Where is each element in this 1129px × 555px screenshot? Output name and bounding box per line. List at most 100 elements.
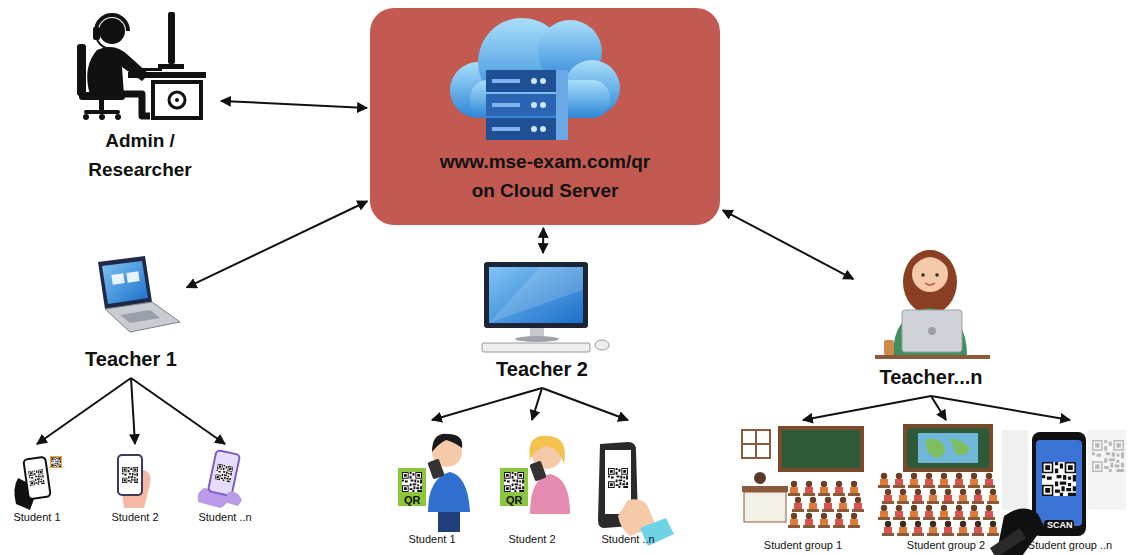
pupil-body [854, 503, 862, 509]
connector-arrow [542, 388, 628, 420]
actor-node: Teacher...n [856, 246, 1006, 394]
pupil-desk [983, 485, 995, 488]
pupil-desk [972, 501, 984, 504]
pupil-desk [893, 485, 905, 488]
pupil-desk [912, 533, 924, 536]
pupil-body [940, 479, 948, 485]
pupil-body [955, 511, 963, 517]
node-caption: Student 2 [111, 511, 158, 524]
pupil-desk [953, 517, 965, 520]
pupil-body [805, 519, 813, 525]
pupil-head [926, 505, 932, 511]
connector-arrow [131, 378, 225, 444]
actor-node: Student ..n [590, 422, 666, 548]
connector-arrow [931, 396, 946, 420]
pupil-desk [848, 493, 860, 496]
pupil-desk [923, 517, 935, 520]
pupil-body [809, 503, 817, 509]
pupil-head [885, 521, 891, 527]
pupil-desk [788, 525, 800, 528]
pupil-body [835, 519, 843, 525]
pupil-head [945, 521, 951, 527]
pupil-head [896, 473, 902, 479]
pupil-desk [818, 525, 830, 528]
pupil-desk [837, 509, 849, 512]
pupil-head [851, 513, 857, 519]
pupil-body [895, 511, 903, 517]
pupil-head [986, 505, 992, 511]
pupil-body [989, 495, 997, 501]
node-title: Teacher...n [879, 362, 982, 392]
pupil-body [820, 519, 828, 525]
pupil-body [790, 519, 798, 525]
node-title: Teacher 2 [496, 354, 588, 384]
pupil-body [884, 495, 892, 501]
pupil-head [960, 489, 966, 495]
pupil-body [805, 487, 813, 493]
pupil-body [940, 511, 948, 517]
pupil-desk [942, 501, 954, 504]
pupil-desk [957, 533, 969, 536]
pupil-body [794, 503, 802, 509]
pupil-head [825, 497, 831, 503]
pupil-body [899, 527, 907, 533]
pupil-desk [788, 493, 800, 496]
qr-caption: QR [506, 495, 523, 506]
pupil-desk [803, 525, 815, 528]
pupil-desk [878, 517, 890, 520]
actor-node: Student group ..n [1016, 422, 1124, 554]
pupil-head [791, 513, 797, 519]
pupil-body [944, 495, 952, 501]
actor-node: Student 2 [494, 422, 570, 548]
node-caption: Student 2 [508, 533, 555, 546]
connector-arrow [542, 228, 544, 253]
node-caption: Student group ..n [1028, 539, 1112, 552]
pupil-head [971, 505, 977, 511]
pupil-body [914, 527, 922, 533]
pupil-body [944, 527, 952, 533]
pupil-desk [972, 533, 984, 536]
pupil-desk [848, 525, 860, 528]
pupil-desk [908, 485, 920, 488]
pupil-desk [942, 533, 954, 536]
pupil-body [925, 511, 933, 517]
pupil-head [930, 489, 936, 495]
actor-node: Student 1 [5, 446, 69, 526]
admin-icon [77, 12, 206, 120]
pupil-body [985, 479, 993, 485]
pupil-head [990, 489, 996, 495]
pupil-body [835, 487, 843, 493]
pupil-body [824, 503, 832, 509]
pupil-desk [987, 533, 999, 536]
pupil-desk [897, 501, 909, 504]
pupil-body [899, 495, 907, 501]
qr-caption: SCAN [1047, 521, 1073, 530]
node-caption: Student 1 [408, 533, 455, 546]
pupil-body [910, 479, 918, 485]
pupil-head [930, 521, 936, 527]
connector-arrow [131, 378, 135, 444]
student-kid-icons [398, 434, 674, 546]
pupil-desk [882, 501, 894, 504]
connector-arrow [221, 101, 367, 108]
pupil-desk [852, 509, 864, 512]
connector-arrow [723, 210, 854, 279]
pupil-body [959, 527, 967, 533]
pupil-head [971, 473, 977, 479]
pupil-desk [938, 485, 950, 488]
pupil-head [896, 505, 902, 511]
node-title: Teacher 1 [85, 344, 177, 374]
pupil-body [820, 487, 828, 493]
pupil-head [941, 505, 947, 511]
pupil-desk [878, 485, 890, 488]
pupil-body [974, 495, 982, 501]
pupil-desk [833, 525, 845, 528]
actor-node: Student group 2 [876, 422, 1016, 554]
pupil-body [970, 511, 978, 517]
pupil-head [911, 473, 917, 479]
node-title: Admin / Researcher [75, 127, 205, 184]
actor-node: Student ..n [190, 446, 260, 526]
pupil-head [960, 521, 966, 527]
connector-arrow [432, 388, 542, 420]
